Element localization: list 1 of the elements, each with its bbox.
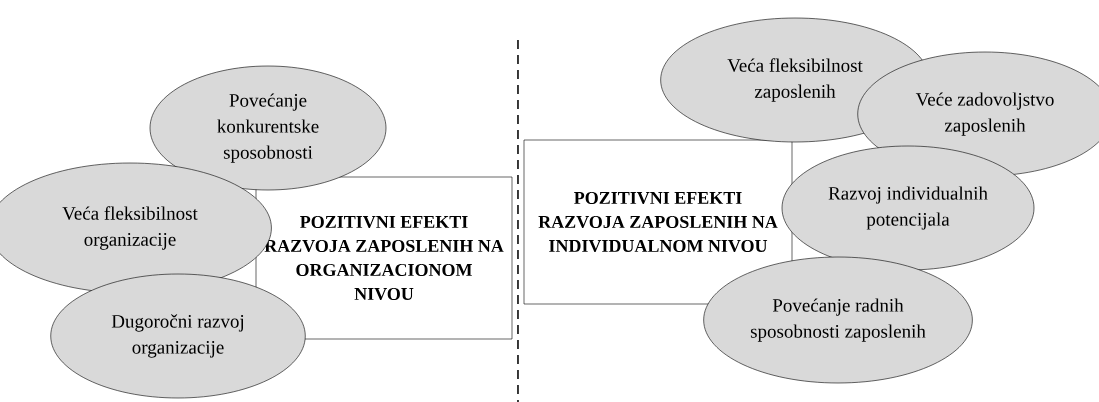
heading-box: POZITIVNI EFEKTI RAZVOJA ZAPOSLENIH NA ORGANIZACIONOM NIVOU	[255, 176, 513, 340]
